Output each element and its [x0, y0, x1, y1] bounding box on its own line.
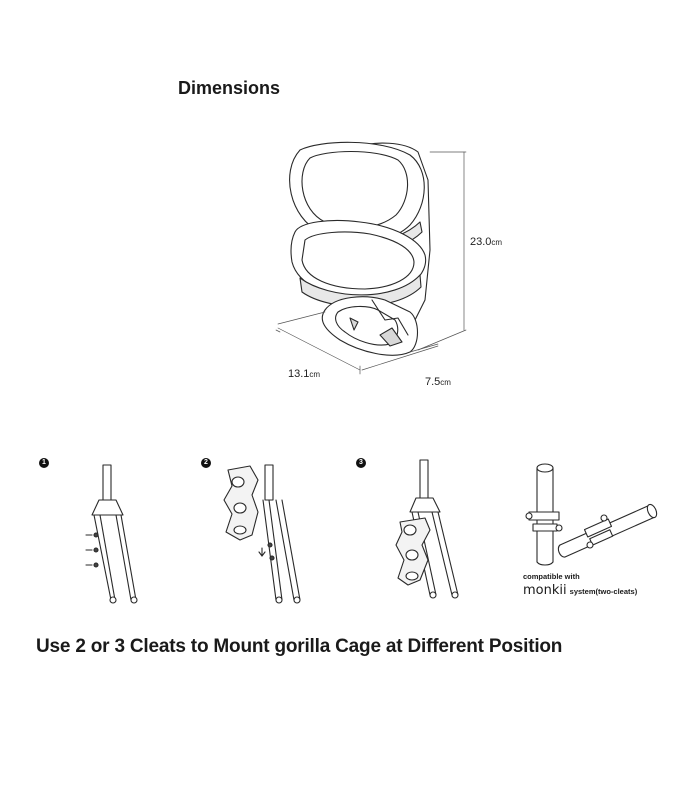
compatibility-line: compatible with — [523, 572, 580, 581]
mounting-caption: Use 2 or 3 Cleats to Mount gorilla Cage … — [36, 636, 563, 657]
bottle-cage-drawing — [289, 141, 431, 356]
monkii-brand: monkii — [523, 583, 567, 598]
step-2-number: 2 — [201, 458, 211, 468]
width-value: 13.1 — [288, 368, 310, 380]
depth-dimension-label: 7.5cm — [425, 376, 451, 388]
step-1-fork — [85, 464, 138, 604]
dimension-lines — [275, 151, 467, 375]
step-3-number: 3 — [356, 458, 366, 468]
step-1-number: 1 — [39, 458, 49, 468]
height-value: 23.0 — [470, 236, 492, 248]
height-dimension-label: 23.0cm — [470, 236, 502, 248]
system-label: system(two-cleats) — [569, 587, 638, 596]
dimensions-heading: Dimensions — [178, 78, 281, 98]
monkii-tubes-drawing — [525, 463, 658, 566]
compatibility-system: monkii system(two-cleats) — [523, 583, 637, 598]
step-3-fork — [395, 459, 459, 599]
height-unit: cm — [491, 238, 503, 247]
step-2-fork — [223, 464, 301, 604]
width-unit: cm — [309, 370, 321, 379]
depth-unit: cm — [440, 378, 451, 387]
depth-value: 7.5 — [425, 376, 441, 388]
width-dimension-label: 13.1cm — [288, 368, 320, 380]
